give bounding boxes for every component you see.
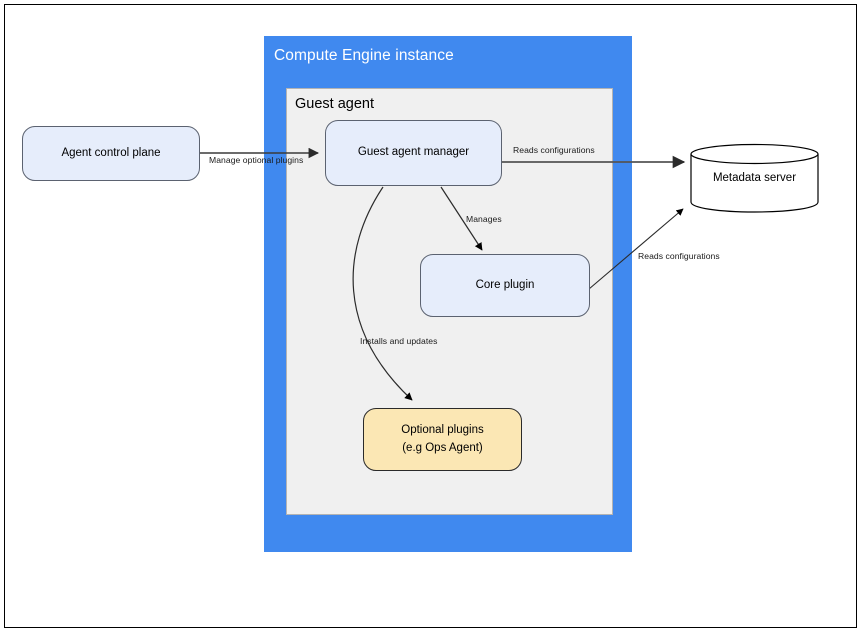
node-metadata-server[interactable]: Metadata server xyxy=(690,143,819,213)
edge-label-reads-configurations-core: Reads configurations xyxy=(638,251,720,261)
container-compute-engine-instance-label: Compute Engine instance xyxy=(274,47,454,64)
node-guest-agent-manager[interactable]: Guest agent manager xyxy=(325,120,502,186)
cylinder-shape xyxy=(690,143,819,213)
page-border xyxy=(4,4,857,628)
node-agent-control-plane[interactable]: Agent control plane xyxy=(22,126,200,181)
edge-label-manages: Manages xyxy=(466,214,502,224)
node-metadata-server-label: Metadata server xyxy=(712,172,797,184)
node-core-plugin[interactable]: Core plugin xyxy=(420,254,590,317)
edge-label-installs-and-updates: Installs and updates xyxy=(360,336,438,346)
edge-label-manage-optional-plugins: Manage optional plugins xyxy=(209,155,304,165)
edge-label-reads-configurations-manager: Reads configurations xyxy=(513,145,595,155)
container-guest-agent-label: Guest agent xyxy=(295,96,374,112)
node-optional-plugins[interactable]: Optional plugins (e.g Ops Agent) xyxy=(363,408,522,471)
